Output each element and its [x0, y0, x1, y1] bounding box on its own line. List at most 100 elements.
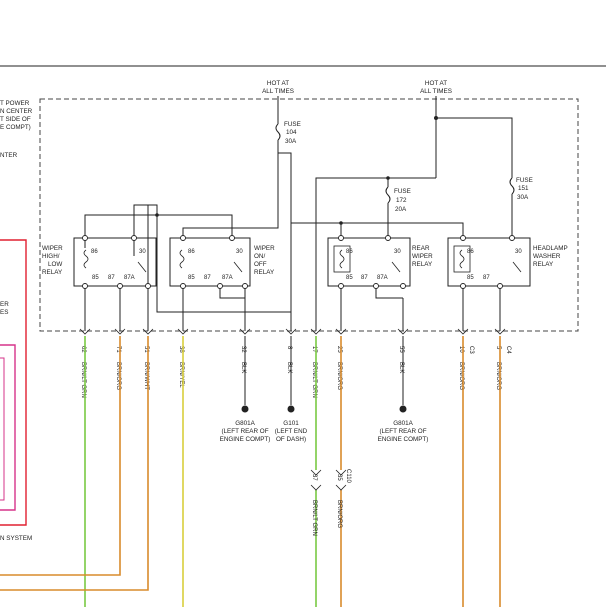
- svg-text:87: 87: [204, 275, 211, 281]
- circuit-17-number: 17: [311, 346, 317, 353]
- internal-drop-wires: [84, 288, 501, 331]
- fuse-151-rating: 30A: [517, 194, 529, 201]
- svg-text:G801A: G801A: [235, 420, 255, 427]
- circuit-5-number: 5: [495, 346, 501, 350]
- edge-connectors: [79, 328, 506, 335]
- relay-switch-icon: [512, 261, 522, 273]
- svg-text:30: 30: [394, 249, 401, 255]
- relay-headlamp-washer: HEADLAMP WASHER RELAY 86 30 85 87: [447, 237, 568, 287]
- svg-text:LOW: LOW: [48, 261, 62, 268]
- circuit-32-number: 32: [240, 346, 246, 353]
- svg-text:HEADLAMP: HEADLAMP: [533, 245, 568, 252]
- fuse-104-number: 104: [286, 129, 297, 136]
- cutoff-text-8: N SYSTEM: [0, 535, 32, 542]
- fuse-172-symbol: [385, 186, 391, 204]
- svg-text:WIPER: WIPER: [254, 245, 275, 252]
- circuit-10-number: 10: [458, 346, 464, 353]
- svg-text:86: 86: [91, 249, 98, 255]
- ground-g801a-right: G801A (LEFT REAR OF ENGINE COMPT): [378, 405, 429, 443]
- magenta-inner-outline: [0, 357, 5, 501]
- relay-coil-icon: [179, 249, 185, 269]
- svg-text:30: 30: [515, 249, 522, 255]
- relay-switch-icon: [391, 261, 401, 273]
- cutoff-text-5: NTER: [0, 152, 18, 159]
- relay-switch-icon: [137, 261, 147, 273]
- svg-text:RELAY: RELAY: [533, 261, 554, 268]
- wire-10-color: BRN/ORG: [458, 362, 464, 390]
- svg-text:85: 85: [92, 275, 99, 281]
- wire-51-color: BRN/WHT: [143, 362, 149, 390]
- circuit-62-number: 62: [80, 346, 86, 353]
- circuit-numbers: 62 71 51 38 32 8 17 25 55 10 5 C3 C4: [80, 346, 511, 354]
- svg-text:85: 85: [467, 275, 474, 281]
- wire-5-color: BRN/ORG: [495, 362, 501, 390]
- svg-text:87: 87: [108, 275, 115, 281]
- wire-17-internal: [315, 177, 388, 312]
- svg-text:86: 86: [188, 249, 195, 255]
- svg-text:BRN/ORG: BRN/ORG: [336, 500, 342, 528]
- svg-text:(LEFT REAR OF: (LEFT REAR OF: [379, 428, 426, 435]
- svg-text:G101: G101: [283, 420, 299, 427]
- svg-text:87: 87: [361, 275, 368, 281]
- svg-text:87A: 87A: [377, 275, 388, 281]
- wire-25-color: BRN/ORG: [336, 362, 342, 390]
- magenta-module-outline: [0, 344, 16, 511]
- relay-wiper-high-low: WIPER HIGH/ LOW RELAY 86 30 85 87 87A: [42, 237, 157, 287]
- relay-wiper-on-off: WIPER ON/ OFF RELAY 86 30 85 87 87A: [169, 237, 275, 287]
- svg-text:ENGINE COMPT): ENGINE COMPT): [220, 436, 271, 443]
- svg-text:(LEFT END: (LEFT END: [275, 428, 308, 435]
- fuse-104-rating: 30A: [285, 138, 297, 145]
- circuit-25-number: 25: [336, 346, 342, 353]
- svg-text:ENGINE COMPT): ENGINE COMPT): [378, 436, 429, 443]
- svg-text:87: 87: [483, 275, 490, 281]
- wire-17-color: BRN/LT GRN: [311, 362, 317, 398]
- wire-32-color: BLK: [240, 362, 246, 373]
- svg-text:WASHER: WASHER: [533, 253, 561, 260]
- circuit-51-number: 51: [143, 346, 149, 353]
- svg-text:ON/: ON/: [254, 253, 265, 260]
- svg-text:BRN/LT GRN: BRN/LT GRN: [311, 500, 317, 536]
- hot-label-2a: HOT AT: [425, 80, 447, 87]
- ground-icon: [287, 405, 295, 413]
- wire-55-color: BLK: [398, 362, 404, 373]
- cutoff-text-2: N CENTER: [0, 108, 33, 115]
- svg-text:35: 35: [336, 474, 342, 481]
- cutoff-text-6: ER: [0, 301, 9, 308]
- svg-text:87A: 87A: [124, 275, 135, 281]
- relay-coil-icon: [83, 249, 89, 269]
- hot-label-1a: HOT AT: [267, 80, 289, 87]
- power-center-outline: [39, 98, 579, 332]
- cutoff-text-7: ES: [0, 309, 8, 316]
- fuse-104-feed: [277, 150, 292, 312]
- ground-icon: [241, 405, 249, 413]
- red-module-outline: [0, 239, 27, 526]
- circuit-71-number: 71: [115, 346, 121, 353]
- connector-c3-label: C3: [468, 346, 474, 354]
- circuit-38-number: 38: [178, 346, 184, 353]
- svg-text:G801A: G801A: [393, 420, 413, 427]
- hot-label-1b: ALL TIMES: [262, 88, 294, 95]
- circuit-8-number: 8: [286, 346, 292, 350]
- ground-g801a-left: G801A (LEFT REAR OF ENGINE COMPT): [220, 405, 271, 443]
- cutoff-text-3: T SIDE OF: [0, 116, 31, 123]
- relay-coil-icon: [339, 249, 345, 269]
- svg-text:RELAY: RELAY: [42, 269, 63, 276]
- cutoff-text-4: E COMPT): [0, 124, 31, 131]
- fuse-172-label: FUSE: [394, 188, 411, 195]
- svg-text:85: 85: [346, 275, 353, 281]
- svg-text:RELAY: RELAY: [254, 269, 275, 276]
- svg-text:87A: 87A: [222, 275, 233, 281]
- svg-text:WIPER: WIPER: [412, 253, 433, 260]
- circuit-55-number: 55: [398, 346, 404, 353]
- external-wires: [0, 336, 501, 607]
- wire-8-color: BLK: [286, 362, 292, 373]
- fuse-151-number: 151: [518, 185, 529, 192]
- svg-text:OF DASH): OF DASH): [276, 436, 306, 443]
- connector-c110: 37 35 C110 BRN/LT GRN BRN/ORG: [310, 469, 351, 536]
- relay-coil-icon: [459, 249, 465, 269]
- svg-text:REAR: REAR: [412, 245, 430, 252]
- left-cutoff-labels: T POWER N CENTER T SIDE OF E COMPT) NTER…: [0, 100, 33, 542]
- fuse-104-symbol: [275, 123, 281, 141]
- fuse-172-rating: 20A: [395, 206, 407, 213]
